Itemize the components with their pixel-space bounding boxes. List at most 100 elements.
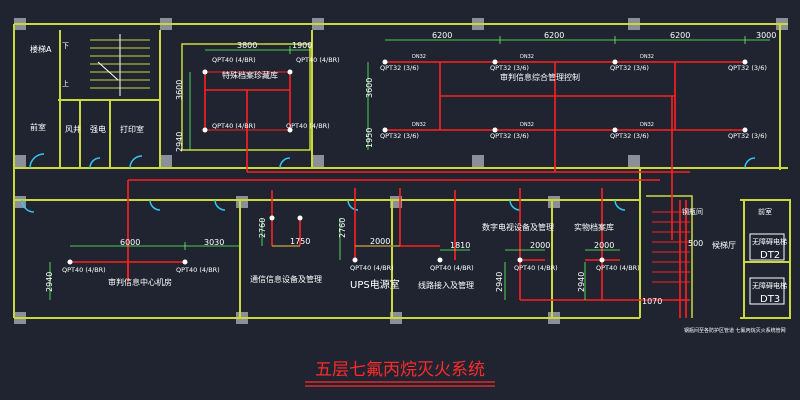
nozzle-label: QPT40 (4/BR) xyxy=(296,56,340,64)
nozzle-label: QPT32 (3/6) xyxy=(728,64,767,72)
nozzle-icon xyxy=(517,257,523,263)
nozzle-label: QPT32 (3/6) xyxy=(728,132,767,140)
dimension-label: 2940 xyxy=(175,132,184,152)
elevator-id: DT2 xyxy=(760,250,780,261)
nozzle-icon xyxy=(492,59,498,65)
elevator-id: DT3 xyxy=(760,294,780,305)
door-icon xyxy=(214,199,226,211)
elevator-label: 无障碍电梯 xyxy=(752,281,787,290)
dimension-label: 1070 xyxy=(642,297,662,306)
nozzle-label: QPT40 (4/BR) xyxy=(176,266,220,274)
nozzle-label: QPT32 (3/6) xyxy=(380,64,419,72)
doors xyxy=(21,153,756,213)
nozzle-icon xyxy=(287,127,293,133)
nozzle-icon xyxy=(352,257,358,263)
dimension-label: 2940 xyxy=(577,272,586,292)
pipe-size-label: DN32 xyxy=(520,122,534,128)
room-label-front-room: 前室 xyxy=(30,122,46,132)
nozzle-icon xyxy=(182,259,188,265)
dimension-label: 3030 xyxy=(204,238,224,247)
nozzle-icon xyxy=(599,257,605,263)
dimension-label: 3000 xyxy=(756,31,776,40)
dimension-label: 1750 xyxy=(290,237,310,246)
elevator-box-dt2 xyxy=(749,233,785,261)
nozzle-icon xyxy=(612,59,618,65)
door-icon xyxy=(509,199,521,211)
dimension-label: 6000 xyxy=(120,238,140,247)
door-icon xyxy=(149,199,161,211)
nozzle-label: QPT40 (4/BR) xyxy=(514,264,558,272)
dimension-lines xyxy=(49,36,770,300)
room-label-electric-well: 强电 xyxy=(90,124,106,134)
column xyxy=(548,196,560,208)
door-icon xyxy=(279,157,291,169)
corridor-walls xyxy=(14,167,791,319)
room-label-elevator-hall: 候梯厅 xyxy=(712,240,736,250)
nozzle-label: QPT40 (4/BR) xyxy=(430,264,474,272)
door-icon xyxy=(347,199,359,211)
dimension-label: 1900 xyxy=(292,41,312,50)
pipe-size-label: DN32 xyxy=(412,122,426,128)
dimension-label: 2000 xyxy=(370,237,390,246)
dimension-label: 3800 xyxy=(237,41,257,50)
dimension-label: 3600 xyxy=(175,80,184,100)
nozzle-label: QPT40 (4/BR) xyxy=(62,266,106,274)
column xyxy=(14,155,26,167)
column xyxy=(160,155,172,167)
dimension-label: 500 xyxy=(688,239,703,248)
nozzle-icon xyxy=(202,69,208,75)
dimension-label: 3600 xyxy=(365,78,374,98)
pipe-size-label: DN32 xyxy=(640,54,654,60)
stair-direction-label: 下 xyxy=(62,42,69,50)
dimension-label: 2760 xyxy=(338,218,347,238)
nozzle-icon xyxy=(269,215,275,221)
column xyxy=(472,155,484,167)
room-label-evidence-archive: 实物档案库 xyxy=(574,222,614,232)
title-underline xyxy=(305,381,495,387)
room-label-comm-equipment: 通信信息设备及管理 xyxy=(250,274,322,284)
dimension-label: 6200 xyxy=(432,31,452,40)
room-label-stair-a: 楼梯A xyxy=(30,44,52,54)
room-label-print-room: 打印室 xyxy=(120,124,144,134)
elevator-box-dt3 xyxy=(749,277,785,305)
door-icon xyxy=(21,199,35,213)
nozzle-label: QPT40 (4/BR) xyxy=(596,264,640,272)
room-label-wind-well: 风井 xyxy=(65,124,81,134)
bottom-note: 钢瓶间至各防护区管道 七氟丙烷灭火系统管网 xyxy=(684,327,786,334)
archive-room-wall xyxy=(181,43,311,151)
stair-direction-label: 上 xyxy=(62,79,69,88)
dimension-label: 1950 xyxy=(365,128,374,148)
nozzle-label: QPT32 (3/6) xyxy=(610,64,649,72)
nozzles xyxy=(67,59,748,265)
nozzle-icon xyxy=(492,127,498,133)
room-label-trial-info-mgmt: 审判信息综合管理控制 xyxy=(500,72,580,82)
room-label-digital-tv: 数字电视设备及管理 xyxy=(482,222,554,232)
nozzle-icon xyxy=(382,59,388,65)
walls xyxy=(13,23,791,319)
room-label-special-archive: 特殊档案珍藏库 xyxy=(222,70,278,80)
nozzle-label: QPT40 (4/BR) xyxy=(212,122,256,130)
nozzle-label: QPT32 (3/6) xyxy=(490,64,529,72)
room-label-trial-info-center: 审判信息中心机房 xyxy=(108,277,172,287)
stair-treads xyxy=(90,34,150,96)
room-label-front-room-right: 前室 xyxy=(758,207,772,216)
nozzle-label: QPT32 (3/6) xyxy=(490,132,529,140)
nozzle-icon xyxy=(612,127,618,133)
elevator-label: 无障碍电梯 xyxy=(752,237,787,246)
room-label-ups-room: UPS电源室 xyxy=(350,278,400,291)
partition-walls-stair xyxy=(58,99,160,168)
nozzle-icon xyxy=(202,127,208,133)
column xyxy=(236,196,248,208)
partition-walls-bottom xyxy=(239,200,553,318)
nozzle-icon xyxy=(382,127,388,133)
nozzle-label: QPT32 (3/6) xyxy=(380,132,419,140)
nozzle-label: QPT40 (4/BR) xyxy=(350,264,394,272)
column xyxy=(628,155,640,167)
pipe-size-label: DN32 xyxy=(640,122,654,128)
nozzle-label: QPT32 (3/6) xyxy=(610,132,649,140)
dimension-label: 2000 xyxy=(594,241,614,250)
room-label-line-access: 线路接入及管理 xyxy=(418,280,474,290)
nozzle-icon xyxy=(67,259,73,265)
